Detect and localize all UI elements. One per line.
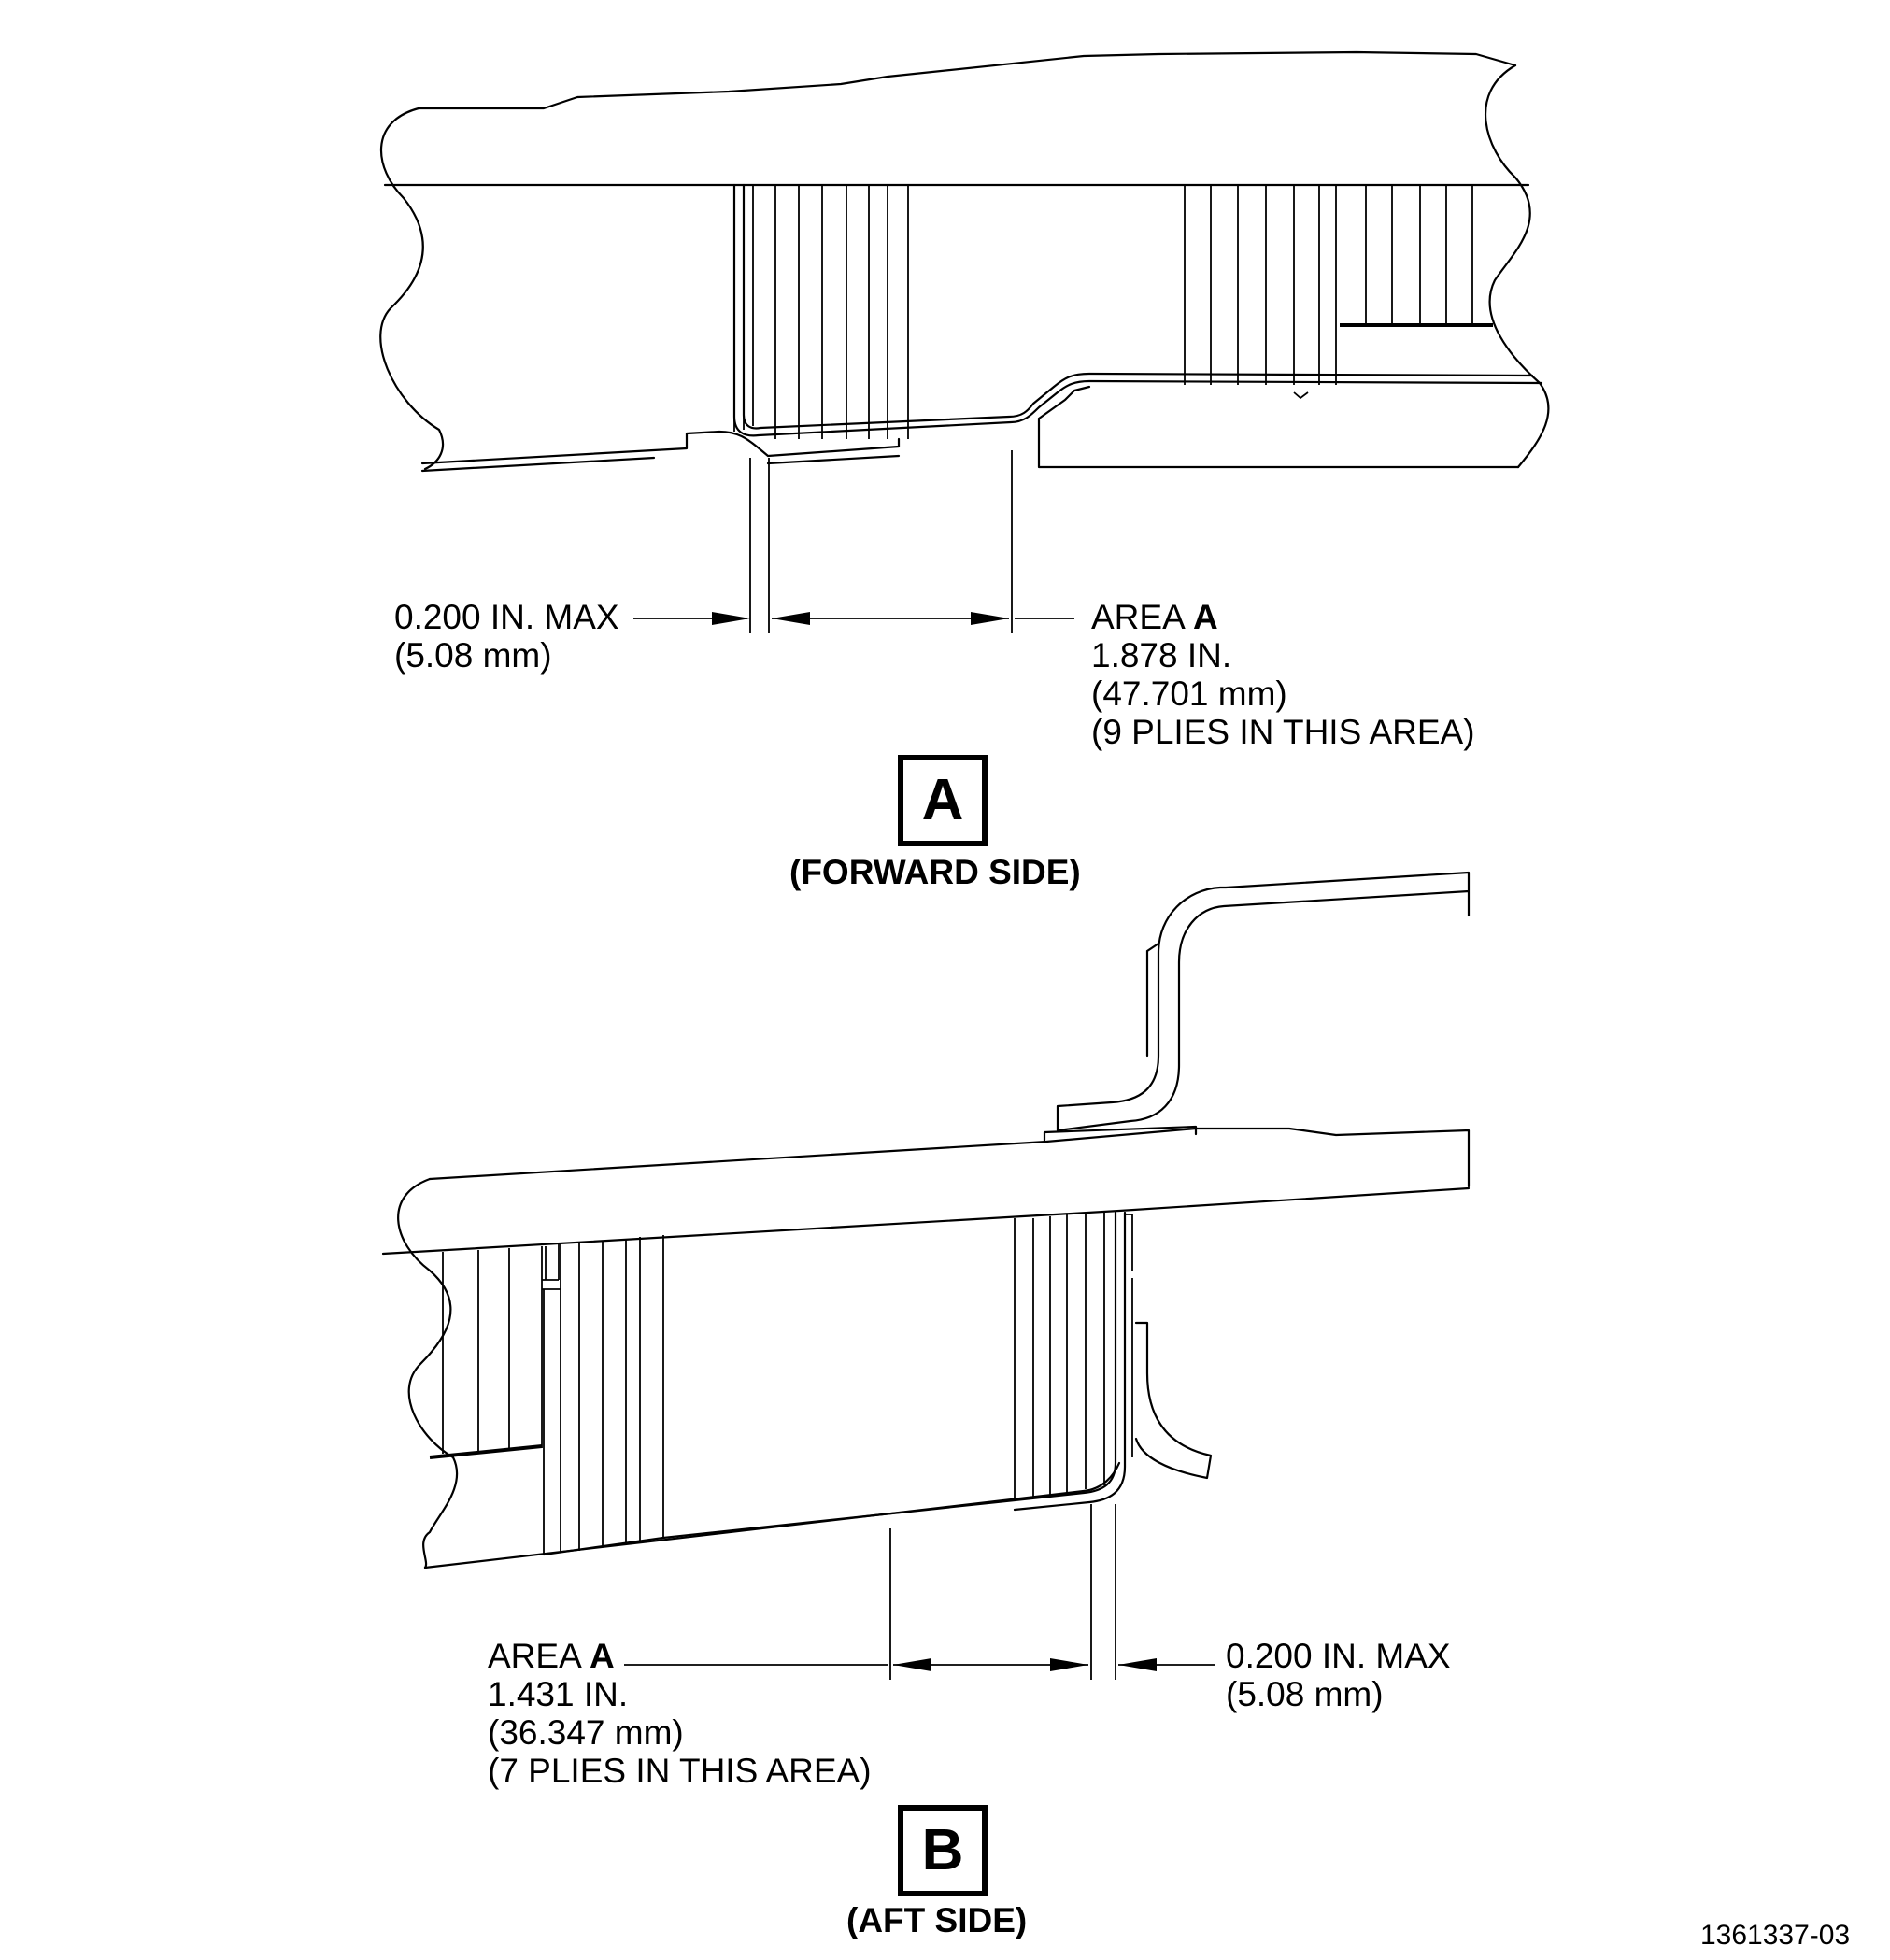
view-a-area-length-mm: (47.701 mm)	[1091, 675, 1287, 713]
view-b-core-step	[429, 1444, 543, 1459]
view-b-bracket	[1056, 871, 1471, 1132]
view-a-area-callout: AREA A 1.878 IN. (47.701 mm) (9 PLIES IN…	[1091, 598, 1475, 751]
view-a-max-callout: 0.200 IN. MAX (5.08 mm)	[394, 598, 619, 675]
view-a-core-right	[1184, 185, 1473, 385]
view-b-arrow-max	[1118, 1658, 1157, 1671]
view-b-arrow-area-left	[893, 1658, 931, 1671]
view-a-lower-skin	[420, 430, 901, 473]
view-a-max-label: 0.200 IN. MAX	[394, 598, 619, 636]
view-b-core-left	[442, 1235, 664, 1555]
view-a-area-length-in: 1.878 IN.	[1091, 636, 1232, 675]
view-a-drawing	[379, 50, 1550, 633]
figure-number: 1361337-03	[1700, 1920, 1851, 1951]
view-a-core-left	[733, 185, 909, 439]
view-a-area-letter: A	[1193, 598, 1218, 636]
view-a-caption: (FORWARD SIDE)	[789, 853, 1081, 891]
view-a-extension-lines	[749, 450, 1013, 633]
view-a-area-title: AREA A	[1091, 598, 1475, 636]
view-b-area-callout: AREA A 1.431 IN. (36.347 mm) (7 PLIES IN…	[488, 1637, 872, 1790]
view-b-stiffener	[1134, 1321, 1213, 1480]
view-b-max-callout: 0.200 IN. MAX (5.08 mm)	[1226, 1637, 1451, 1713]
view-b-extension-lines	[889, 1504, 1116, 1680]
view-a-arrow-area-left	[772, 612, 810, 625]
view-a-right-block	[1037, 385, 1520, 469]
view-b-core-right	[1014, 1213, 1105, 1500]
view-b-drawing	[381, 871, 1471, 1680]
view-a-max-metric: (5.08 mm)	[394, 636, 552, 675]
view-a-small-bump	[1293, 391, 1309, 400]
view-b-top-doubler	[1043, 1125, 1198, 1143]
view-b-area-length-mm: (36.347 mm)	[488, 1713, 684, 1752]
view-b-top-skin	[381, 1127, 1471, 1256]
view-b-area-length-in: 1.431 IN.	[488, 1675, 629, 1713]
view-b-area-letter: A	[590, 1637, 615, 1675]
view-a-arrow-area-right	[971, 612, 1009, 625]
view-b-caption: (AFT SIDE)	[846, 1901, 1028, 1939]
view-b-label-box: B	[898, 1805, 988, 1896]
view-b-arrow-area-right	[1050, 1658, 1088, 1671]
view-a-area-prefix: AREA	[1091, 598, 1184, 636]
view-a-plies-note: (9 PLIES IN THIS AREA)	[1091, 713, 1475, 751]
view-b-plies-note: (7 PLIES IN THIS AREA)	[488, 1752, 872, 1790]
view-a-right-break	[1485, 64, 1550, 469]
view-b-side-strip	[1125, 1214, 1133, 1457]
view-b-inner-ply	[542, 1211, 1127, 1556]
view-a-left-break	[379, 107, 445, 471]
view-b-area-prefix: AREA	[488, 1637, 580, 1675]
view-a-inner-ply	[732, 183, 1543, 437]
view-b-max-label: 0.200 IN. MAX	[1226, 1637, 1451, 1675]
view-b-lower-skin	[423, 1461, 1121, 1569]
view-a-label-box: A	[898, 755, 988, 846]
view-a-top-skin	[383, 50, 1530, 187]
view-a-arrow-max	[712, 612, 750, 625]
view-b-max-metric: (5.08 mm)	[1226, 1675, 1384, 1713]
view-b-area-title: AREA A	[488, 1637, 872, 1675]
view-b-left-break	[397, 1177, 459, 1569]
